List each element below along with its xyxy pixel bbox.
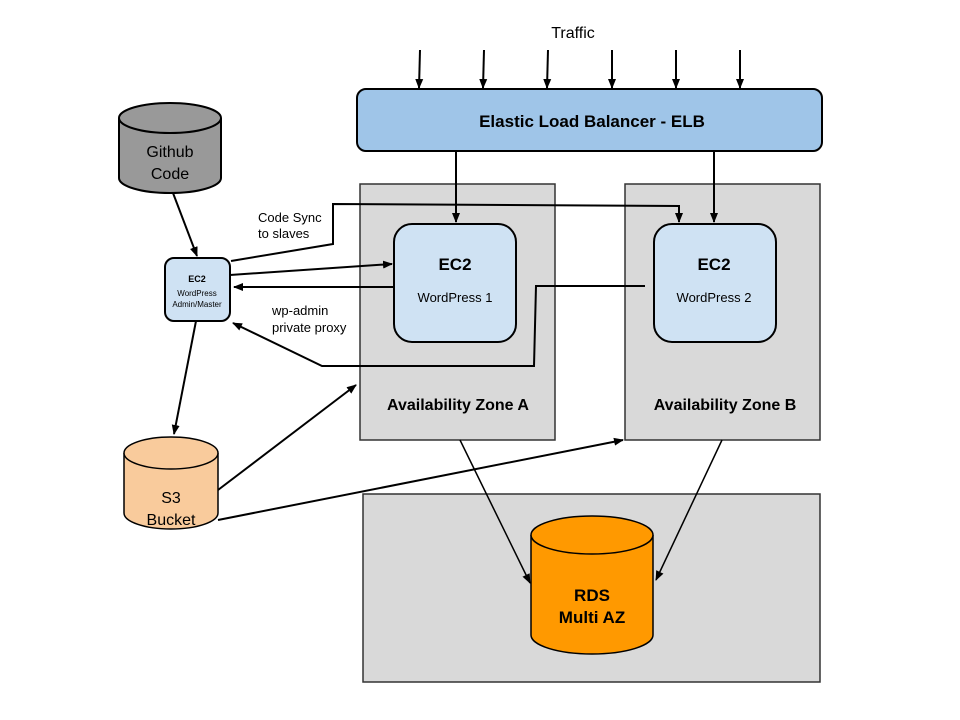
rds-label-line1: RDS xyxy=(574,586,610,605)
ec2-master-line2: Admin/Master xyxy=(172,300,222,309)
traffic-arrow xyxy=(415,49,424,89)
elb-node[interactable]: Elastic Load Balancer - ELB xyxy=(356,88,823,152)
ec2-wordpress-2[interactable]: EC2 WordPress 2 xyxy=(653,223,777,343)
code-sync-label-line2: to slaves xyxy=(258,226,310,241)
github-label-line2: Code xyxy=(151,166,189,183)
s3-label-line1: S3 xyxy=(161,490,181,507)
traffic-arrows xyxy=(415,49,744,89)
master-to-s3-arrow xyxy=(171,320,197,435)
ec2-2-title: EC2 xyxy=(697,255,730,274)
ec2-master-line1: WordPress xyxy=(177,289,216,298)
traffic-arrow xyxy=(543,49,552,89)
zone-a-to-rds-arrow xyxy=(459,439,531,584)
ec2-1-subtitle: WordPress 1 xyxy=(418,290,493,305)
code-sync-to-ec2-2-arrow xyxy=(230,202,683,262)
ec2-wordpress-master[interactable]: EC2 WordPress Admin/Master xyxy=(164,257,231,322)
s3-bucket[interactable]: S3 Bucket xyxy=(123,436,219,530)
rds-label-line2: Multi AZ xyxy=(559,608,625,627)
github-label-line1: Github xyxy=(146,144,193,161)
s3-to-zone-b-arrow xyxy=(217,437,624,521)
s3-label-line2: Bucket xyxy=(147,512,196,529)
zone-b-to-rds-arrow xyxy=(655,439,723,581)
s3-to-zone-a-arrow xyxy=(217,384,357,491)
zone-a-label: Availability Zone A xyxy=(387,397,529,414)
proxy-label-line1: wp-admin xyxy=(271,303,328,318)
proxy-label-line2: private proxy xyxy=(272,320,347,335)
zone-b-label: Availability Zone B xyxy=(654,397,797,414)
traffic-label: Traffic xyxy=(551,25,595,42)
ec2-master-title: EC2 xyxy=(188,274,206,284)
github-code-repository[interactable]: Github Code xyxy=(118,102,222,194)
ec2-wordpress-1[interactable]: EC2 WordPress 1 xyxy=(393,223,517,343)
code-sync-label-line1: Code Sync xyxy=(258,210,322,225)
ec2-1-title: EC2 xyxy=(438,255,471,274)
elb-label: Elastic Load Balancer - ELB xyxy=(479,112,705,131)
github-to-master-arrow xyxy=(172,192,198,257)
ec2-2-proxy-to-master-arrow xyxy=(232,285,645,367)
ec2-2-subtitle: WordPress 2 xyxy=(677,290,752,305)
master-to-ec2-1-arrow xyxy=(229,260,393,276)
traffic-arrow xyxy=(479,49,488,89)
rds-multi-az[interactable]: RDS Multi AZ xyxy=(530,515,654,655)
